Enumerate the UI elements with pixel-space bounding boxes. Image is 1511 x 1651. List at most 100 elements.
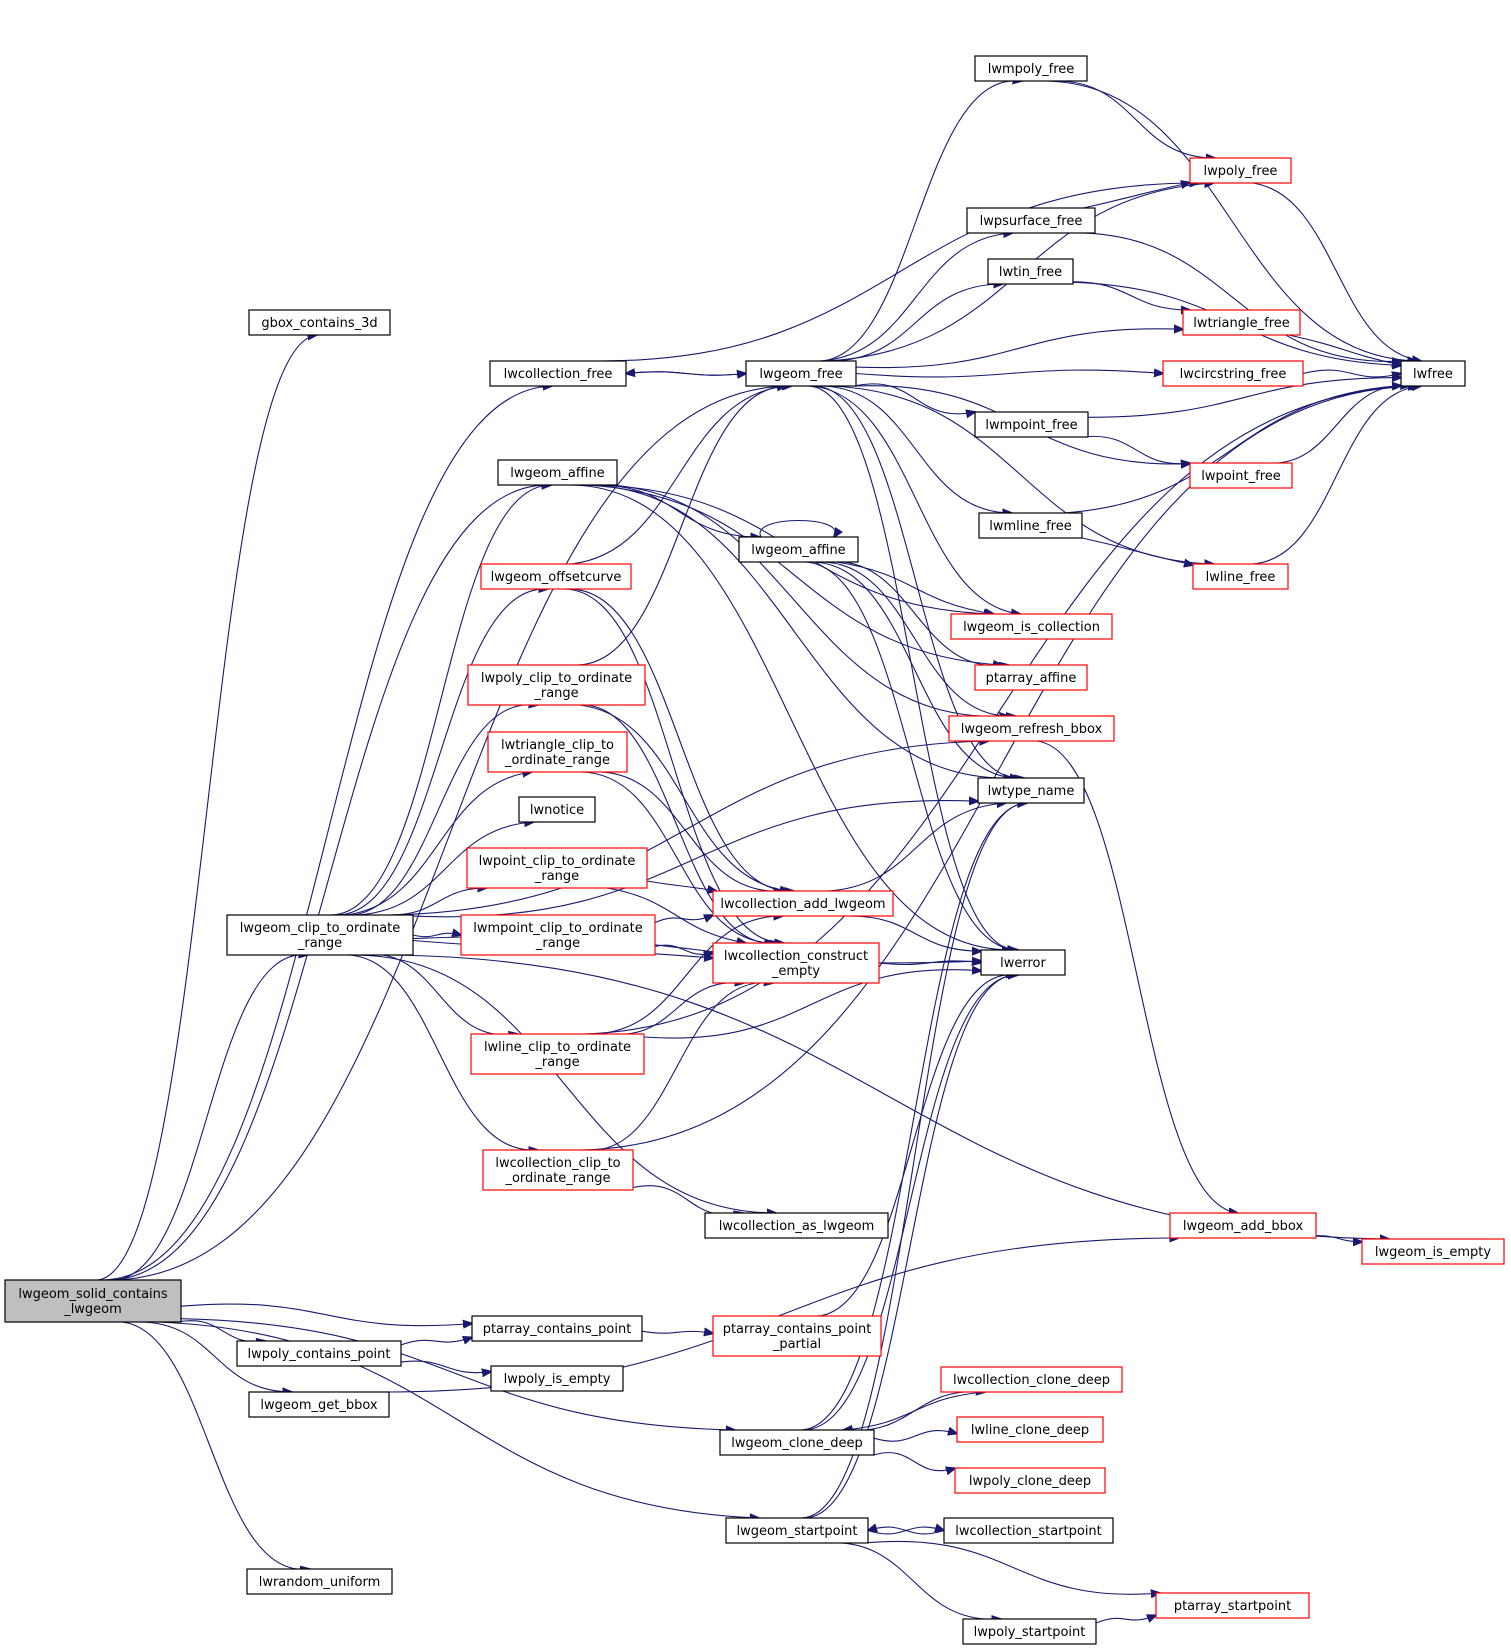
node-lwgeom-clip[interactable]: lwgeom_clip_to_ordinate_range bbox=[226, 914, 414, 956]
node-box[interactable] bbox=[977, 777, 1085, 804]
node-lwgeom-is-collection[interactable]: lwgeom_is_collection bbox=[950, 613, 1113, 640]
node-box[interactable] bbox=[943, 1517, 1114, 1544]
node-lwpoly-clone-deep[interactable]: lwpoly_clone_deep bbox=[954, 1467, 1106, 1494]
node-box[interactable] bbox=[482, 1149, 634, 1191]
node-lwrandom-uniform[interactable]: lwrandom_uniform bbox=[246, 1568, 393, 1595]
node-lwerror[interactable]: lwerror bbox=[980, 949, 1066, 976]
node-box[interactable] bbox=[480, 563, 632, 590]
node-lwgeom-add-bbox[interactable]: lwgeom_add_bbox bbox=[1169, 1212, 1317, 1239]
node-gbox-contains-3d[interactable]: gbox_contains_3d bbox=[248, 309, 391, 336]
node-box[interactable] bbox=[974, 55, 1088, 82]
node-box[interactable] bbox=[1182, 309, 1301, 336]
node-box[interactable] bbox=[712, 890, 894, 917]
node-lwcollection-startpoint[interactable]: lwcollection_startpoint bbox=[943, 1517, 1114, 1544]
node-box[interactable] bbox=[460, 914, 656, 956]
node-box[interactable] bbox=[1400, 360, 1466, 387]
node-lwgeom-refresh-bbox[interactable]: lwgeom_refresh_bbox bbox=[948, 715, 1115, 742]
node-lwtriangle-free[interactable]: lwtriangle_free bbox=[1182, 309, 1301, 336]
node-box[interactable] bbox=[470, 1033, 645, 1075]
node-box[interactable] bbox=[966, 207, 1096, 234]
node-box[interactable] bbox=[948, 715, 1115, 742]
node-box[interactable] bbox=[248, 309, 391, 336]
node-lwmpoly-free[interactable]: lwmpoly_free bbox=[974, 55, 1088, 82]
node-box[interactable] bbox=[738, 536, 859, 563]
node-lwtriangle-clip[interactable]: lwtriangle_clip_to_ordinate_range bbox=[487, 731, 628, 773]
node-ptarray-contains-point-partial[interactable]: ptarray_contains_point_partial bbox=[712, 1315, 882, 1357]
node-box[interactable] bbox=[1189, 157, 1292, 184]
node-lwcollection-as-lwgeom[interactable]: lwcollection_as_lwgeom bbox=[704, 1212, 889, 1239]
node-lwgeom-clone-deep[interactable]: lwgeom_clone_deep bbox=[719, 1429, 875, 1456]
node-box[interactable] bbox=[962, 1618, 1097, 1645]
node-box[interactable] bbox=[248, 1391, 390, 1418]
node-lwgeom-offsetcurve[interactable]: lwgeom_offsetcurve bbox=[480, 563, 632, 590]
node-box[interactable] bbox=[471, 1315, 643, 1342]
node-lwpoly-clip[interactable]: lwpoly_clip_to_ordinate_range bbox=[467, 664, 646, 706]
node-box[interactable] bbox=[950, 613, 1113, 640]
node-box[interactable] bbox=[4, 1279, 182, 1323]
node-lwcollection-clip[interactable]: lwcollection_clip_to_ordinate_range bbox=[482, 1149, 634, 1191]
node-lwmline-free[interactable]: lwmline_free bbox=[978, 512, 1083, 539]
node-box[interactable] bbox=[940, 1366, 1123, 1393]
node-lwtype-name[interactable]: lwtype_name bbox=[977, 777, 1085, 804]
node-box[interactable] bbox=[974, 664, 1088, 691]
node-box[interactable] bbox=[980, 949, 1066, 976]
node-box[interactable] bbox=[1169, 1212, 1317, 1239]
node-box[interactable] bbox=[712, 1315, 882, 1357]
node-lwcollection-clone-deep[interactable]: lwcollection_clone_deep bbox=[940, 1366, 1123, 1393]
node-box[interactable] bbox=[1192, 563, 1289, 590]
node-root[interactable]: lwgeom_solid_contains_lwgeom bbox=[4, 1279, 182, 1323]
node-box[interactable] bbox=[725, 1517, 869, 1544]
node-lwcollection-construct-empty[interactable]: lwcollection_construct_empty bbox=[712, 942, 880, 984]
node-box[interactable] bbox=[487, 731, 628, 773]
node-lwmpoint-free[interactable]: lwmpoint_free bbox=[974, 411, 1089, 438]
node-box[interactable] bbox=[719, 1429, 875, 1456]
node-box[interactable] bbox=[226, 914, 414, 956]
node-lwgeom-startpoint[interactable]: lwgeom_startpoint bbox=[725, 1517, 869, 1544]
node-lwline-free[interactable]: lwline_free bbox=[1192, 563, 1289, 590]
node-box[interactable] bbox=[954, 1467, 1106, 1494]
node-lwnotice[interactable]: lwnotice bbox=[518, 796, 596, 823]
node-lwpoly-startpoint[interactable]: lwpoly_startpoint bbox=[962, 1618, 1097, 1645]
node-lwline-clip[interactable]: lwline_clip_to_ordinate_range bbox=[470, 1033, 645, 1075]
node-lwcircstring-free[interactable]: lwcircstring_free bbox=[1162, 360, 1304, 387]
node-lwpoly-is-empty[interactable]: lwpoly_is_empty bbox=[490, 1365, 624, 1392]
node-lwline-clone-deep[interactable]: lwline_clone_deep bbox=[956, 1416, 1104, 1443]
node-box[interactable] bbox=[489, 360, 627, 387]
node-ptarray-contains-point[interactable]: ptarray_contains_point bbox=[471, 1315, 643, 1342]
node-lwpoly-contains-point[interactable]: lwpoly_contains_point bbox=[236, 1340, 402, 1367]
node-lwcollection-free[interactable]: lwcollection_free bbox=[489, 360, 627, 387]
node-ptarray-startpoint[interactable]: ptarray_startpoint bbox=[1155, 1592, 1310, 1619]
node-box[interactable] bbox=[497, 459, 618, 486]
node-lwcollection-add-lwgeom[interactable]: lwcollection_add_lwgeom bbox=[712, 890, 894, 917]
node-lwpoint-free[interactable]: lwpoint_free bbox=[1189, 462, 1293, 489]
node-lwfree[interactable]: lwfree bbox=[1400, 360, 1466, 387]
node-lwgeom-get-bbox[interactable]: lwgeom_get_bbox bbox=[248, 1391, 390, 1418]
node-lwgeom-affine-a[interactable]: lwgeom_affine bbox=[497, 459, 618, 486]
node-lwpoint-clip[interactable]: lwpoint_clip_to_ordinate_range bbox=[466, 847, 648, 889]
node-lwtin-free[interactable]: lwtin_free bbox=[987, 258, 1074, 285]
node-lwgeom-affine-b[interactable]: lwgeom_affine bbox=[738, 536, 859, 563]
node-box[interactable] bbox=[467, 664, 646, 706]
node-box[interactable] bbox=[987, 258, 1074, 285]
node-box[interactable] bbox=[956, 1416, 1104, 1443]
node-box[interactable] bbox=[1189, 462, 1293, 489]
node-box[interactable] bbox=[974, 411, 1089, 438]
node-lwpsurface-free[interactable]: lwpsurface_free bbox=[966, 207, 1096, 234]
node-lwpoly-free[interactable]: lwpoly_free bbox=[1189, 157, 1292, 184]
node-box[interactable] bbox=[518, 796, 596, 823]
node-box[interactable] bbox=[236, 1340, 402, 1367]
node-box[interactable] bbox=[1155, 1592, 1310, 1619]
node-box[interactable] bbox=[246, 1568, 393, 1595]
node-box[interactable] bbox=[704, 1212, 889, 1239]
node-box[interactable] bbox=[712, 942, 880, 984]
node-box[interactable] bbox=[745, 360, 857, 387]
node-box[interactable] bbox=[1361, 1238, 1505, 1265]
node-box[interactable] bbox=[490, 1365, 624, 1392]
node-lwmpoint-clip[interactable]: lwmpoint_clip_to_ordinate_range bbox=[460, 914, 656, 956]
node-ptarray-affine[interactable]: ptarray_affine bbox=[974, 664, 1088, 691]
node-lwgeom-free[interactable]: lwgeom_free bbox=[745, 360, 857, 387]
node-box[interactable] bbox=[978, 512, 1083, 539]
node-box[interactable] bbox=[1162, 360, 1304, 387]
node-lwgeom-is-empty[interactable]: lwgeom_is_empty bbox=[1361, 1238, 1505, 1265]
node-box[interactable] bbox=[466, 847, 648, 889]
